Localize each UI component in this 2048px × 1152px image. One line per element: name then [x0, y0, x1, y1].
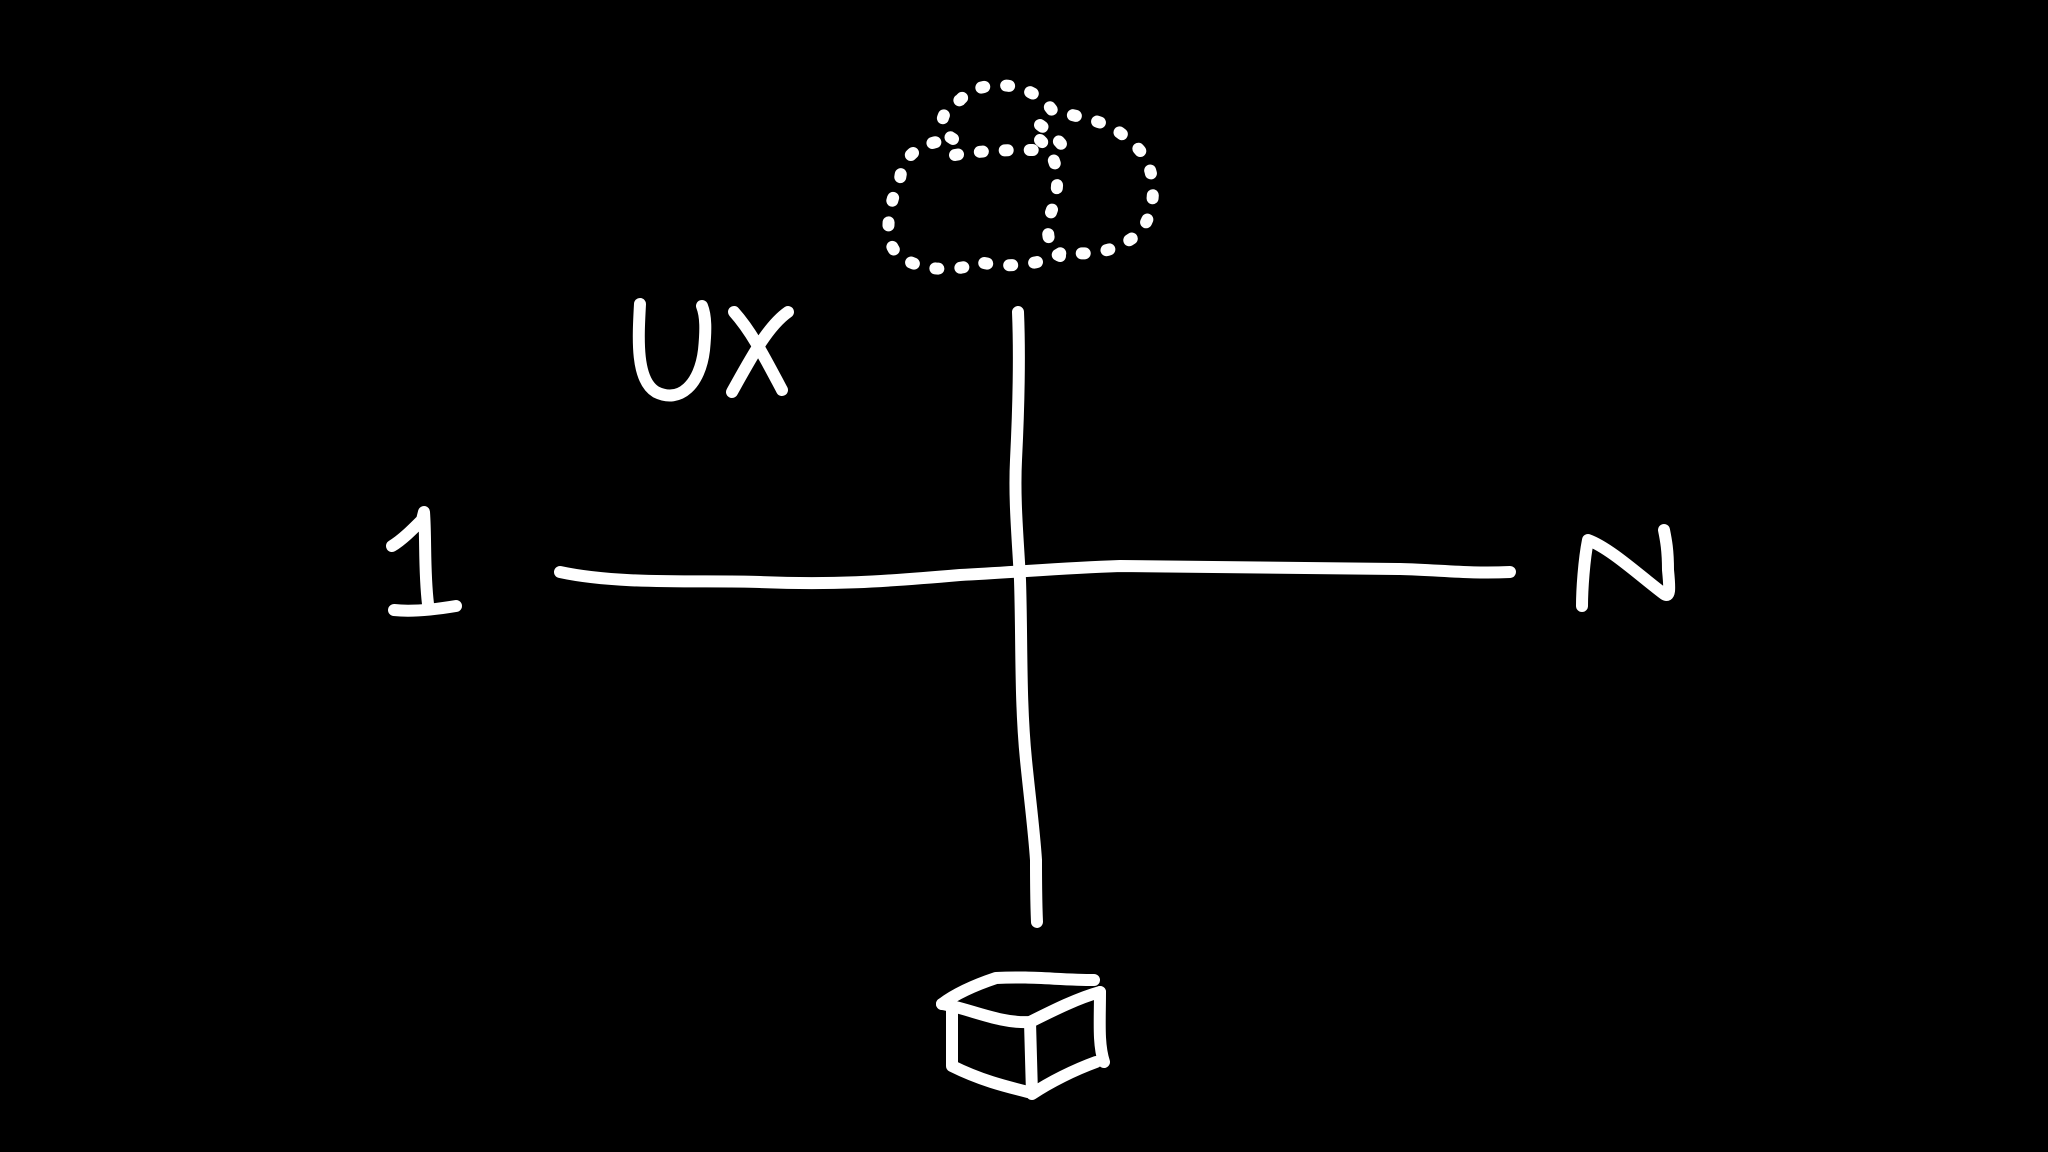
label-one-glyph	[386, 506, 462, 617]
horizontal-axis-line	[554, 560, 1516, 590]
cloud-icon	[882, 79, 1159, 275]
vertical-axis-line	[1009, 306, 1043, 928]
box-icon	[936, 971, 1110, 1100]
label-n-glyph	[1576, 524, 1676, 612]
label-ux-glyph	[632, 298, 794, 402]
